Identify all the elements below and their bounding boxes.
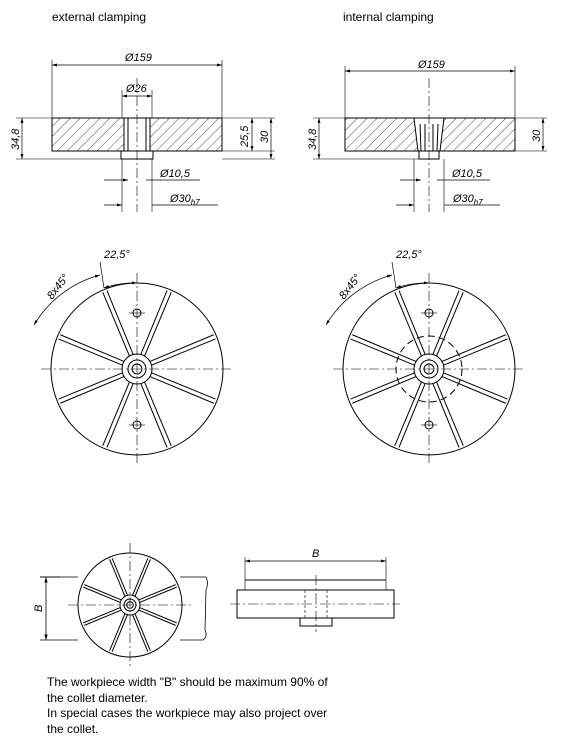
ext-dim-dia10-5: Ø10,5 [159, 168, 191, 180]
slot-edge [83, 607, 121, 624]
workpiece-dim-b-top: B [312, 548, 319, 560]
slot-edge [109, 613, 126, 651]
slot-edge [132, 614, 149, 652]
slot-edge [140, 290, 168, 355]
slot-edge [134, 559, 151, 597]
slot-edge [436, 292, 464, 357]
workpiece-top-view [68, 543, 192, 667]
slot-edge [140, 383, 168, 448]
slot-edge [106, 290, 134, 355]
slot-edge [350, 372, 415, 400]
ext-dim-angle-22-5: 22,5° [103, 249, 130, 261]
slot-edge [83, 586, 121, 603]
int-dim-dia159: Ø159 [417, 59, 445, 71]
ext-dim-height-30: 30 [259, 130, 271, 143]
slot-edge [138, 584, 176, 601]
slot-edge [151, 338, 216, 366]
caption-internal-clamping: internal clamping [343, 10, 434, 24]
ext-dim-height-34-8: 34,8 [10, 128, 22, 150]
slot-edge [432, 383, 460, 448]
workpiece-dim-b-left: B [33, 605, 45, 612]
slot-edge [352, 376, 417, 404]
slot-edge [102, 292, 130, 357]
slot-edge [58, 372, 123, 400]
slot-edge [111, 558, 128, 596]
slot-edge [139, 586, 177, 603]
slot-edge [102, 381, 130, 446]
internal-top-view [333, 273, 525, 465]
slot-edge [58, 338, 123, 366]
ext-dim-dia26: Ø26 [125, 83, 148, 95]
note-line-2: In special cases the workpiece may also … [47, 706, 328, 736]
slot-edge [132, 558, 149, 596]
slot-edge [394, 292, 422, 357]
internal-collet-outline [395, 335, 463, 403]
ext-dim-dia30: Ø30h7 [169, 193, 200, 207]
external-top-view [41, 273, 233, 465]
slot-edge [84, 609, 122, 626]
workpiece-note: The workpiece width "B" should be maximu… [47, 675, 347, 737]
slot-edge [398, 290, 426, 355]
slot-edge [436, 381, 464, 446]
int-dim-dia10-5: Ø10,5 [451, 168, 483, 180]
slot-edge [398, 383, 426, 448]
slot-edge [111, 614, 128, 652]
slot-edge [149, 334, 214, 362]
slot-edge [443, 338, 508, 366]
slot-edge [441, 334, 506, 362]
int-dim-height-34-8: 34,8 [307, 128, 319, 150]
slot-edge [352, 334, 417, 362]
slot-edge [144, 292, 172, 357]
int-dim-pattern-8x45: 8x45° [337, 272, 364, 302]
slot-edge [134, 613, 151, 651]
internal-section-view [313, 66, 547, 212]
slot-edge [432, 290, 460, 355]
slot-edge [441, 376, 506, 404]
slot-edge [106, 383, 134, 448]
int-dim-dia30: Ø30h7 [452, 193, 483, 207]
external-section-view [16, 60, 275, 212]
slot-edge [149, 376, 214, 404]
int-dim-angle-22-5: 22,5° [395, 249, 422, 261]
workpiece-outline [40, 576, 208, 641]
ext-dim-dia159: Ø159 [124, 52, 152, 64]
slot-edge [139, 607, 177, 624]
ext-dim-height-25-5: 25,5 [239, 125, 251, 148]
slot-edge [60, 334, 125, 362]
slot-edge [60, 376, 125, 404]
slot-edge [443, 372, 508, 400]
int-dim-height-30: 30 [531, 129, 543, 142]
slot-edge [109, 559, 126, 597]
note-line-1: The workpiece width "B" should be maximu… [47, 675, 328, 705]
caption-external-clamping: external clamping [52, 10, 147, 24]
workpiece-side-view [230, 557, 400, 632]
slot-edge [84, 584, 122, 601]
slot-edge [350, 338, 415, 366]
slot-edge [394, 381, 422, 446]
slot-edge [144, 381, 172, 446]
angle-annotations [33, 261, 430, 326]
slot-edge [138, 609, 176, 626]
ext-dim-pattern-8x45: 8x45° [45, 272, 72, 302]
slot-edge [151, 372, 216, 400]
